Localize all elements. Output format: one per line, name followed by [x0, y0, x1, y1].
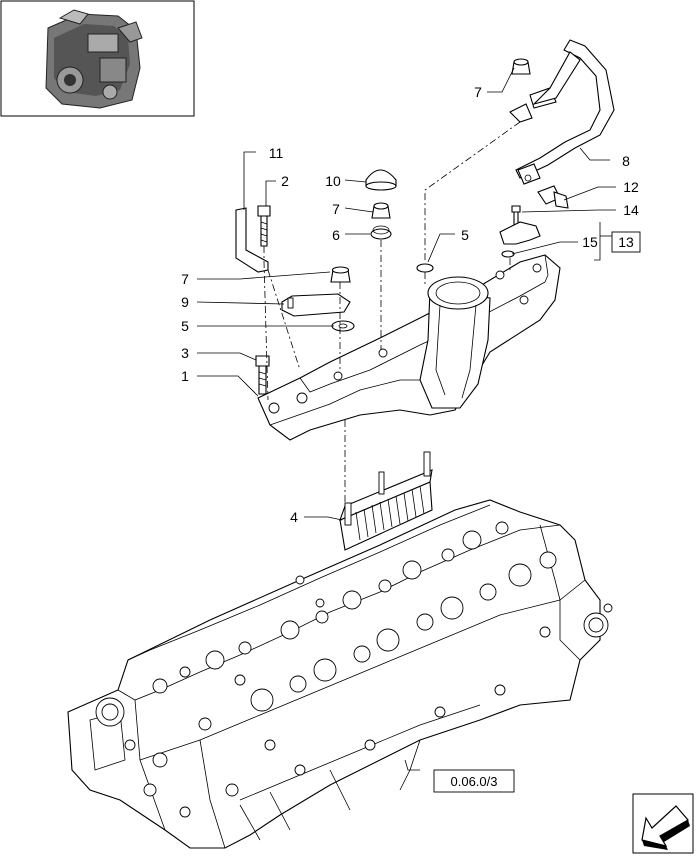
bracket	[235, 207, 269, 273]
reference-link[interactable]: 0.06.0/3	[404, 759, 515, 793]
callout-10: 10	[325, 173, 341, 189]
callout-7-middle: 7	[332, 201, 340, 217]
engine-thumbnail-icon	[0, 0, 195, 117]
nut-7-left	[330, 266, 351, 283]
nut-7-top	[511, 58, 531, 75]
callout-11: 11	[269, 145, 284, 161]
callout-3: 3	[181, 345, 189, 361]
callout-7-left: 7	[181, 271, 189, 287]
callout-4: 4	[290, 509, 298, 525]
callout-15: 15	[582, 234, 598, 250]
callout-13: 13	[618, 234, 634, 250]
strap	[281, 293, 351, 317]
callout-2: 2	[281, 173, 289, 189]
bolt-2	[257, 205, 271, 247]
callout-8: 8	[622, 153, 630, 169]
callout-6: 6	[332, 227, 340, 243]
nut-7-middle	[371, 202, 391, 219]
sensor-13	[499, 221, 541, 245]
callout-5-left: 5	[181, 318, 189, 334]
grid-heater	[339, 451, 433, 551]
page-arrow-icon[interactable]	[632, 793, 694, 854]
callout-5-right: 5	[461, 227, 469, 243]
assembly-lines	[263, 121, 521, 505]
cylinder-head	[67, 499, 613, 849]
washer-5-left	[331, 320, 355, 332]
grommet-6	[370, 225, 392, 240]
callout-7-top: 7	[474, 84, 482, 100]
o-ring-15	[501, 250, 515, 258]
callout-9: 9	[181, 294, 189, 310]
intake-manifold	[257, 254, 561, 441]
reference-box[interactable]	[433, 769, 515, 793]
leader-lines	[196, 67, 616, 521]
callout-13-box	[611, 231, 641, 253]
cap-10	[365, 169, 397, 191]
screw-14	[511, 205, 521, 227]
bolt-3	[255, 355, 270, 395]
callout-12: 12	[623, 179, 639, 195]
callouts: 11 2 10 7 6 5 7 8 12 14 15 13 7 9 5 3 1 …	[181, 84, 641, 525]
washer-5-right	[416, 263, 434, 273]
banjo-bolt-12	[537, 185, 569, 209]
hose-tube-8	[509, 39, 615, 185]
callout-14: 14	[623, 202, 639, 218]
reference-label: 0.06.0/3	[451, 774, 498, 789]
callout-1: 1	[181, 368, 189, 384]
